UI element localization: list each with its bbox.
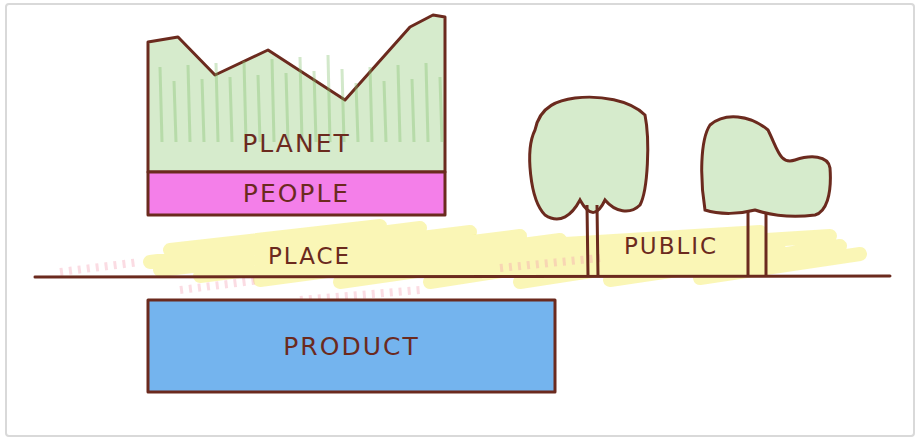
ground-line: [35, 276, 890, 277]
product-box: PRODUCT: [148, 300, 555, 392]
people-band: PEOPLE: [148, 172, 445, 215]
node-text: PEOPLE: [243, 179, 350, 208]
public-label: PUBLIC: [624, 233, 718, 259]
tree: [702, 117, 831, 276]
node-text: PRODUCT: [283, 332, 419, 361]
place-label: PLACE: [268, 243, 351, 269]
place-scribble: [150, 226, 860, 282]
card-border: [6, 4, 914, 436]
planet-shape: PLANET: [148, 15, 445, 172]
node-text: PLANET: [242, 129, 350, 158]
